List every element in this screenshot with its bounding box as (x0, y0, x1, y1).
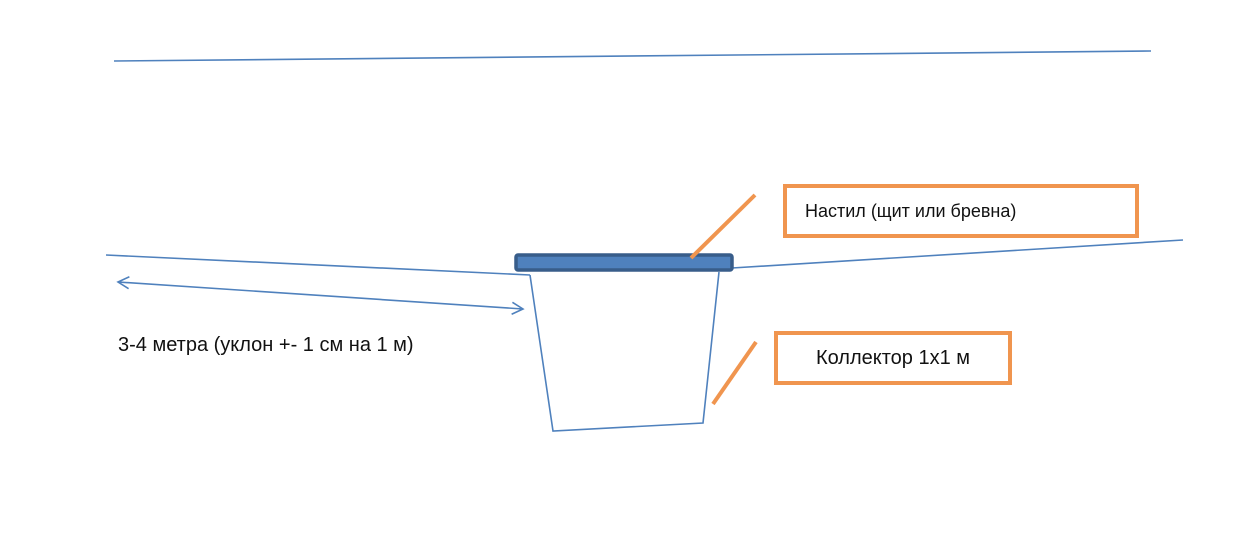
collector-label: Коллектор 1х1 м (815, 346, 971, 369)
ground-line-right (731, 239, 1184, 269)
top-line (113, 50, 1152, 62)
distance-arrow (116, 276, 525, 315)
collector-callout-leader (711, 340, 758, 406)
distance-label: 3-4 метра (уклон +- 1 см на 1 м) (118, 334, 414, 356)
deck-label: Настил (щит или бревна) (805, 200, 1017, 221)
collector-callout: Коллектор 1х1 м (774, 331, 1012, 385)
deck-callout: Настил (щит или бревна) (783, 184, 1139, 238)
deck-callout-leader (689, 193, 757, 260)
ground-line-left (105, 254, 531, 276)
collector-pit (529, 271, 720, 432)
deck-board (514, 253, 734, 272)
